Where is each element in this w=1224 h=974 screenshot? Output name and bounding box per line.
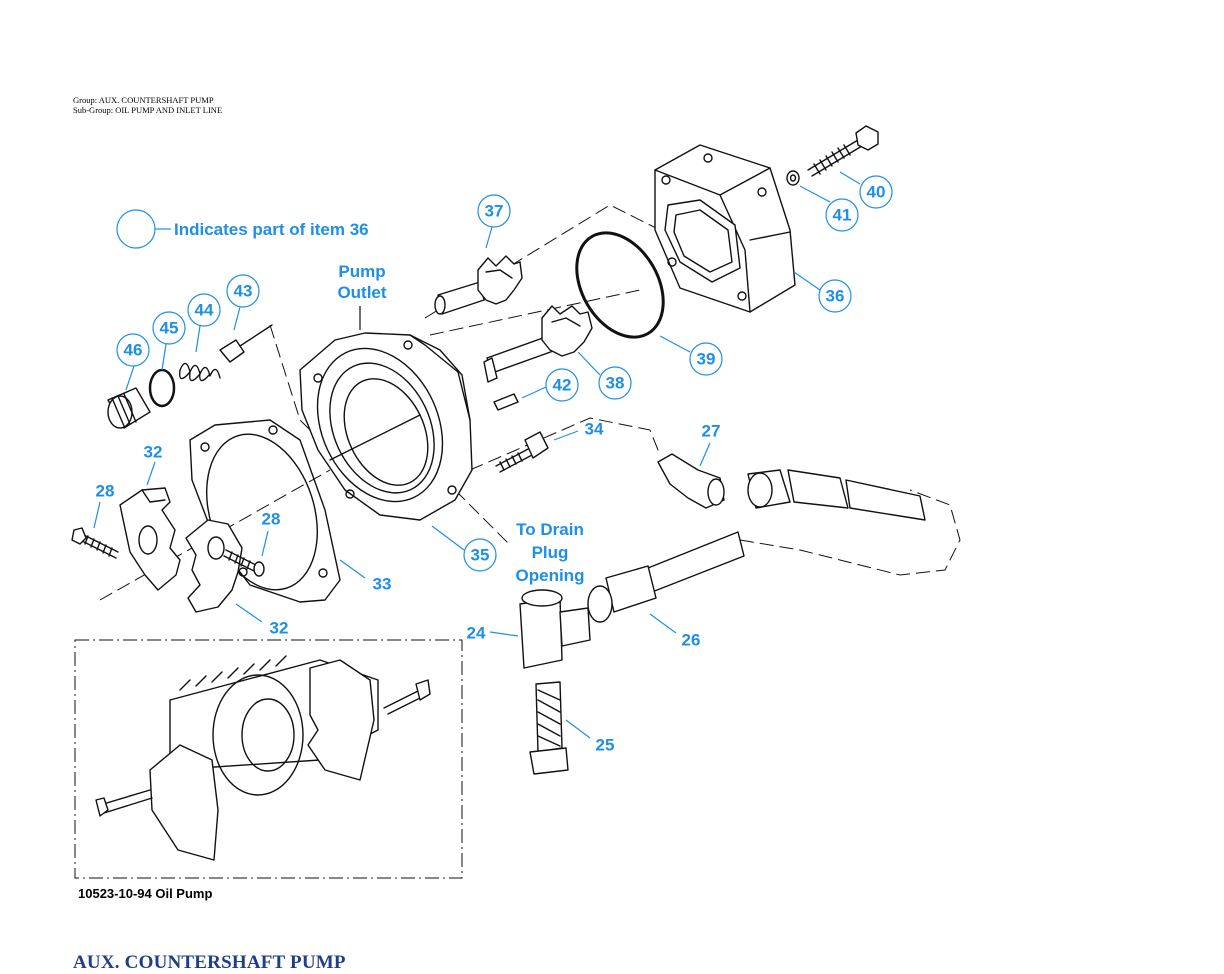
callout-46 (116, 333, 150, 367)
legend-text: Indicates part of item 36 (174, 220, 369, 239)
clamp-32-lower (185, 519, 243, 613)
bolt-28-center (223, 549, 265, 577)
callout-45 (152, 311, 186, 345)
capscrew-34 (495, 431, 549, 473)
tee-fitting-24 (519, 589, 591, 669)
key-42 (493, 393, 519, 411)
label-26: 26 (682, 631, 701, 650)
label-25: 25 (596, 736, 615, 755)
drain-plug-line-3: Opening (516, 566, 585, 585)
valve-plug-46 (107, 387, 151, 429)
callout-45-number: 45 (160, 319, 179, 338)
callout-43 (226, 274, 260, 308)
callout-40 (859, 175, 893, 209)
o-ring-39 (575, 231, 665, 339)
label-24: 24 (467, 624, 486, 643)
callout-37 (477, 194, 511, 228)
pump-housing-35 (299, 332, 473, 521)
callout-36 (818, 279, 852, 313)
label-34: 34 (585, 420, 604, 439)
hose-upper (747, 469, 926, 521)
callout-36-number: 36 (826, 287, 845, 306)
pump-outlet-label: Pump Outlet (337, 262, 387, 330)
callout-38 (598, 366, 632, 400)
callout-42-number: 42 (553, 376, 572, 395)
diagram-header: Group: AUX. COUNTERSHAFT PUMP Sub-Group:… (73, 95, 222, 115)
pump-cover-36 (654, 144, 796, 313)
drain-plug-line-1: To Drain (516, 520, 584, 539)
page-footer-title: AUX. COUNTERSHAFT PUMP (73, 952, 346, 973)
drain-plug-label: To Drain Plug Opening (516, 520, 585, 585)
callout-35-number: 35 (471, 546, 490, 565)
bolt-28-left (71, 527, 119, 559)
callout-41-number: 41 (833, 206, 852, 225)
driven-gear-38 (483, 305, 593, 383)
label-27: 27 (702, 422, 721, 441)
screen-25 (529, 681, 569, 775)
label-32-lower: 32 (270, 619, 289, 638)
callout-35 (463, 538, 497, 572)
callout-44-number: 44 (195, 301, 214, 320)
callout-40-number: 40 (867, 183, 886, 202)
drain-plug-line-2: Plug (532, 543, 569, 562)
callout-44 (187, 293, 221, 327)
figure-caption: 10523-10-94 Oil Pump (78, 886, 212, 901)
legend: Indicates part of item 36 (116, 209, 369, 249)
plain-labels: 34 27 32 28 28 33 32 24 26 25 (93, 420, 721, 755)
label-28-center: 28 (262, 510, 281, 529)
pump-outlet-line-1: Pump (338, 262, 385, 281)
label-28-left: 28 (96, 482, 115, 501)
inset-detail (74, 639, 463, 879)
callout-39-number: 39 (697, 350, 716, 369)
drive-gear-37 (434, 255, 523, 315)
washer-41 (786, 170, 800, 186)
callout-37-number: 37 (485, 202, 504, 221)
callout-39 (689, 342, 723, 376)
callout-41 (825, 198, 859, 232)
pump-outlet-line-2: Outlet (337, 283, 386, 302)
bolt-40 (807, 125, 879, 177)
subgroup-label: Sub-Group: OIL PUMP AND INLET LINE (73, 105, 223, 115)
callout-42 (545, 368, 579, 402)
o-ring-45 (148, 368, 176, 408)
group-label: Group: AUX. COUNTERSHAFT PUMP (73, 95, 214, 105)
hose-26 (587, 531, 745, 623)
callout-38-number: 38 (606, 374, 625, 393)
valve-43 (219, 324, 273, 363)
elbow-27 (657, 453, 725, 509)
callout-46-number: 46 (124, 341, 143, 360)
callouts: 37 40 41 36 39 38 42 43 44 45 (116, 171, 893, 572)
label-33: 33 (373, 575, 392, 594)
clamp-32-upper (119, 487, 181, 591)
label-32-upper: 32 (144, 443, 163, 462)
callout-43-number: 43 (234, 282, 253, 301)
legend-circle (116, 209, 156, 249)
spring-44 (179, 362, 221, 382)
